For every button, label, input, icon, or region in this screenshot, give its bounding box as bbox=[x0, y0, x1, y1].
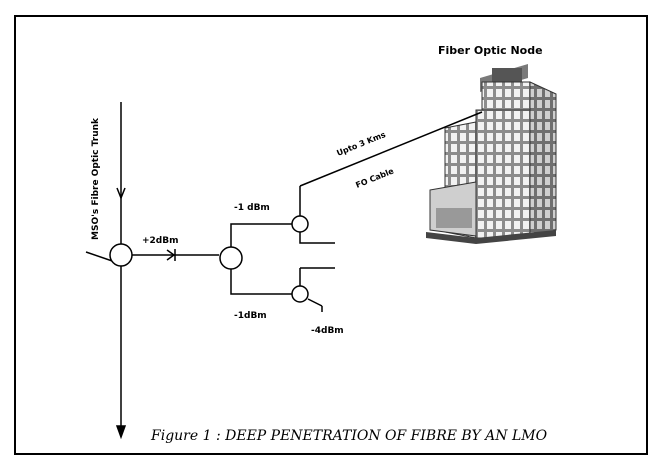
fibre-link bbox=[132, 249, 219, 261]
tap-node-bottom bbox=[291, 285, 309, 303]
level-minus1-top: -1 dBm bbox=[234, 203, 270, 213]
level-plus2: +2dBm bbox=[142, 236, 178, 246]
trunk-label: MSO's Fibre Optic Trunk bbox=[91, 117, 101, 240]
trunk-node bbox=[109, 243, 133, 267]
node-title: Fiber Optic Node bbox=[438, 44, 543, 57]
building-icon bbox=[426, 64, 557, 244]
cable-type: FO Cable bbox=[354, 166, 395, 190]
figure-caption: Figure 1 : DEEP PENETRATION OF FIBRE BY … bbox=[150, 428, 548, 444]
level-minus4: -4dBm bbox=[311, 326, 344, 336]
level-minus1-bottom: -1dBm bbox=[234, 311, 267, 321]
figure-border bbox=[14, 15, 648, 455]
splitter-node bbox=[219, 246, 243, 270]
tap-node-top bbox=[291, 215, 309, 233]
splitter-branches bbox=[230, 111, 483, 312]
